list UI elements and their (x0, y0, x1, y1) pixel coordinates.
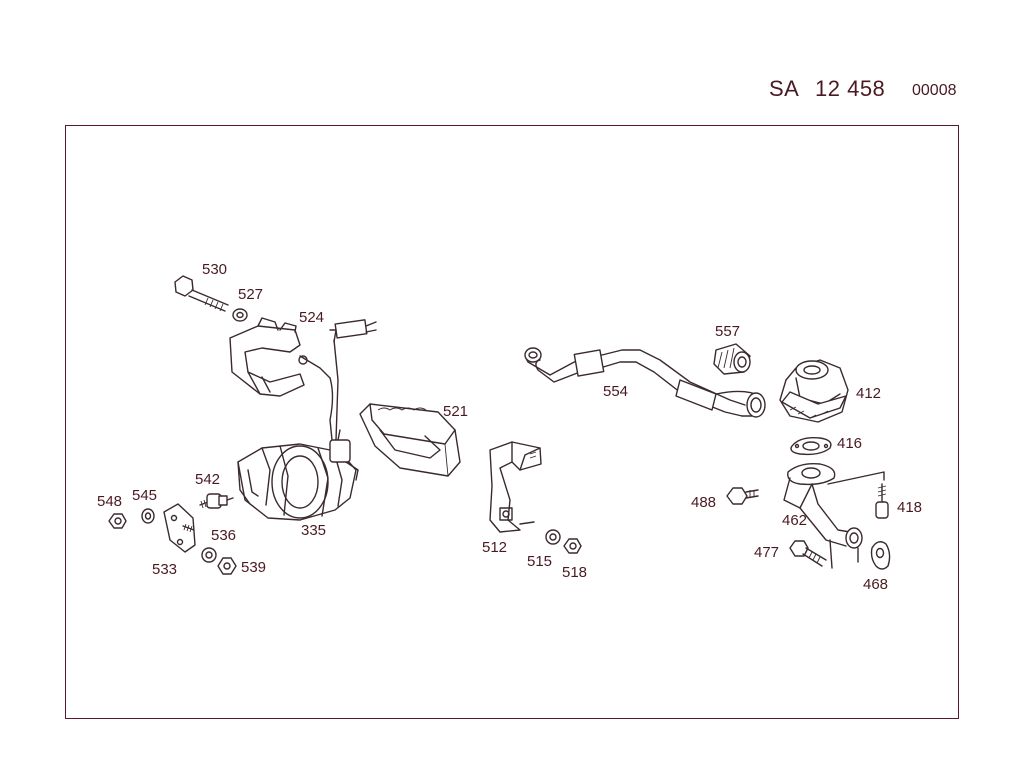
part-539-nut[interactable] (217, 557, 237, 575)
label-536: 536 (211, 527, 236, 544)
part-488-bolt[interactable] (726, 487, 759, 505)
label-548: 548 (97, 493, 122, 510)
label-518: 518 (562, 564, 587, 581)
header-prefix: SA (769, 76, 800, 101)
part-512-bracket[interactable] (489, 441, 542, 533)
label-462: 462 (782, 512, 807, 529)
part-548-nut[interactable] (108, 513, 127, 529)
part-412-valve-housing[interactable] (779, 359, 849, 423)
label-557: 557 (715, 323, 740, 340)
part-335-air-pump[interactable] (237, 429, 359, 521)
diagram-frame (65, 125, 959, 719)
part-527-washer[interactable] (232, 308, 248, 322)
part-554-air-pipe[interactable] (524, 347, 766, 418)
part-477-bolt[interactable] (789, 540, 827, 567)
header-number: 12 458 (815, 76, 886, 101)
label-477: 477 (754, 544, 779, 561)
label-416: 416 (837, 435, 862, 452)
label-530: 530 (202, 261, 227, 278)
label-468: 468 (863, 576, 888, 593)
diagram-header: SA 12 458 00008 (0, 74, 1024, 104)
part-515-washer[interactable] (545, 529, 561, 545)
part-468-gasket[interactable] (870, 541, 891, 570)
label-524: 524 (299, 309, 324, 326)
part-530-bolt[interactable] (174, 275, 229, 312)
part-536-washer[interactable] (201, 547, 217, 563)
part-518-nut[interactable] (563, 538, 582, 554)
label-515: 515 (527, 553, 552, 570)
header-code: 00008 (912, 82, 957, 99)
label-554: 554 (603, 383, 628, 400)
label-545: 545 (132, 487, 157, 504)
label-418: 418 (897, 499, 922, 516)
part-521-insulator[interactable] (359, 403, 461, 477)
part-416-gasket[interactable] (790, 436, 832, 456)
part-545-washer[interactable] (141, 508, 155, 524)
part-542-valve[interactable] (199, 493, 234, 509)
label-488: 488 (691, 494, 716, 511)
label-512: 512 (482, 539, 507, 556)
part-418-screw[interactable] (875, 483, 889, 519)
label-533: 533 (152, 561, 177, 578)
label-539: 539 (241, 559, 266, 576)
label-542: 542 (195, 471, 220, 488)
part-557-sleeve[interactable] (713, 343, 751, 375)
part-533-plate[interactable] (163, 503, 196, 553)
label-521: 521 (443, 403, 468, 420)
label-335: 335 (301, 522, 326, 539)
part-524-bracket[interactable] (229, 317, 377, 441)
part-462-flange-pipe[interactable] (783, 462, 885, 569)
label-412: 412 (856, 385, 881, 402)
label-527: 527 (238, 286, 263, 303)
